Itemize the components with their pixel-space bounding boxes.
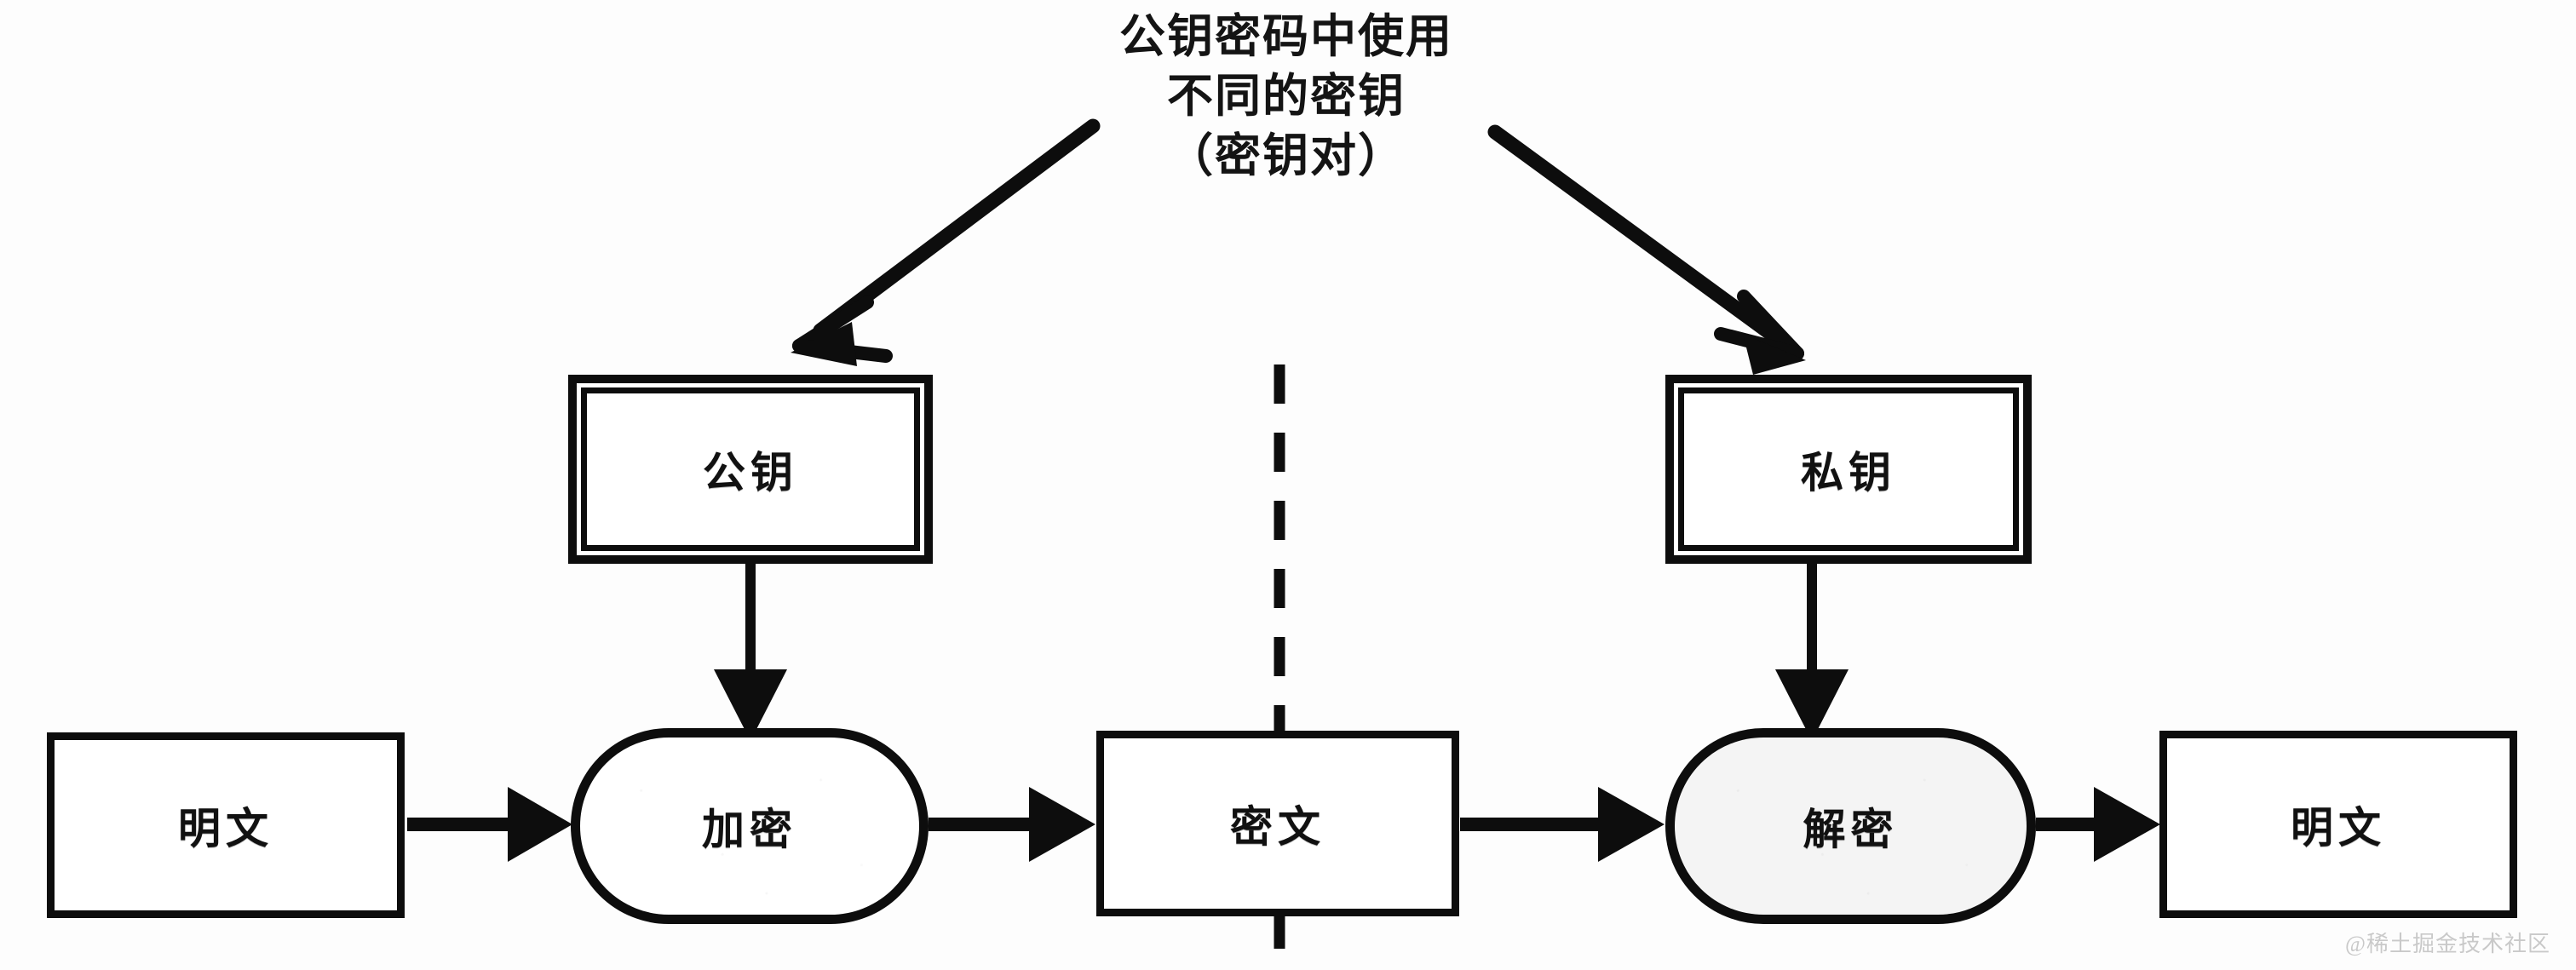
diagram-title: 公钥密码中使用 不同的密钥 （密钥对） (1014, 7, 1559, 187)
ciphertext-box[interactable]: 密文 (1096, 731, 1459, 916)
arrow-down-icon-public (714, 562, 787, 741)
decrypt-label: 解密 (1803, 806, 1899, 853)
arrow-down-icon-private (1775, 562, 1849, 741)
encrypt-label: 加密 (702, 806, 797, 853)
private-key-box-inner: 私钥 (1678, 387, 2019, 551)
private-key-box[interactable]: 私钥 (1665, 375, 2032, 564)
public-key-box-inner: 公钥 (581, 387, 920, 551)
private-key-label: 私钥 (1801, 449, 1896, 496)
decrypt-node[interactable]: 解密 (1665, 728, 2036, 924)
watermark: @稀土掘金技术社区 (2345, 932, 2550, 956)
plaintext-right-label: 明文 (2291, 804, 2386, 852)
title-line-2: 不同的密钥 (1167, 71, 1406, 123)
plaintext-left-box[interactable]: 明文 (47, 732, 405, 918)
arrow-right-icon-1 (407, 787, 572, 862)
arrow-right-icon-3 (1460, 787, 1665, 862)
encrypt-node[interactable]: 加密 (571, 728, 929, 924)
arrow-right-icon-4 (2036, 787, 2160, 862)
plaintext-right-box[interactable]: 明文 (2159, 731, 2517, 918)
arrow-right-icon-2 (929, 787, 1095, 862)
title-line-3: （密钥对） (1167, 130, 1406, 182)
title-line-1: 公钥密码中使用 (1119, 11, 1453, 62)
public-key-label: 公钥 (703, 449, 798, 496)
ciphertext-label: 密文 (1230, 803, 1325, 851)
plaintext-left-label: 明文 (178, 805, 273, 852)
public-key-box[interactable]: 公钥 (568, 375, 933, 564)
